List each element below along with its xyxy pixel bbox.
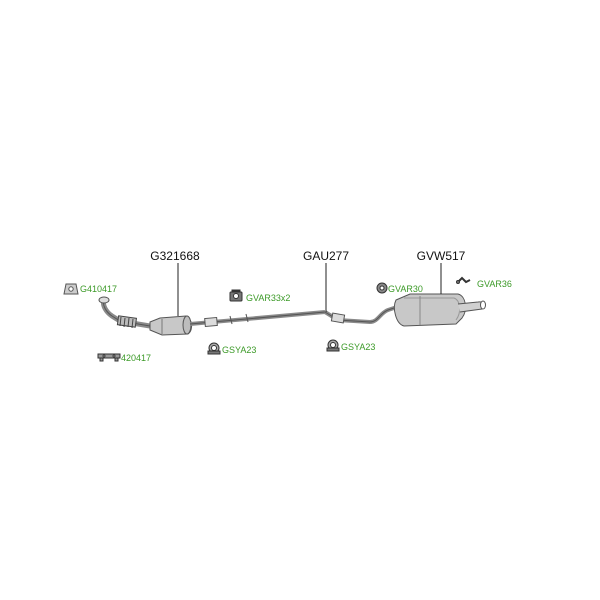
clamp-front-label[interactable]: 420417 — [121, 353, 151, 363]
gasket-icon[interactable] — [63, 283, 79, 295]
hanger-rear-label[interactable]: GVAR30 — [388, 284, 423, 294]
hanger-icon[interactable] — [229, 289, 243, 302]
exhaust-assembly — [98, 293, 486, 336]
catalytic-converter[interactable] — [149, 315, 193, 336]
rubber-hanger-icon[interactable] — [376, 282, 388, 294]
clamp-ring-icon[interactable] — [207, 342, 221, 355]
catalytic-converter-label[interactable]: G321668 — [150, 249, 200, 263]
gasket-front-label[interactable]: G410417 — [80, 284, 117, 294]
rear-silencer-label[interactable]: GVW517 — [417, 249, 466, 263]
bracket-rear-label[interactable]: GVAR36 — [477, 279, 512, 289]
hanger-mid-label[interactable]: GVAR33x2 — [246, 293, 290, 303]
intermediate-pipe — [189, 310, 326, 328]
clamp-rear-label[interactable]: GSYA23 — [341, 342, 375, 352]
clamp-ring-icon[interactable] — [326, 339, 340, 352]
center-pipe[interactable] — [323, 304, 401, 325]
front-pipe — [98, 296, 151, 329]
rear-silencer[interactable] — [393, 293, 486, 327]
clamp-bracket-icon[interactable] — [97, 353, 121, 362]
leader-lines — [177, 263, 442, 316]
clamp-mid-label[interactable]: GSYA23 — [222, 345, 256, 355]
center-pipe-label[interactable]: GAU277 — [303, 249, 349, 263]
bracket-icon[interactable] — [456, 276, 471, 284]
